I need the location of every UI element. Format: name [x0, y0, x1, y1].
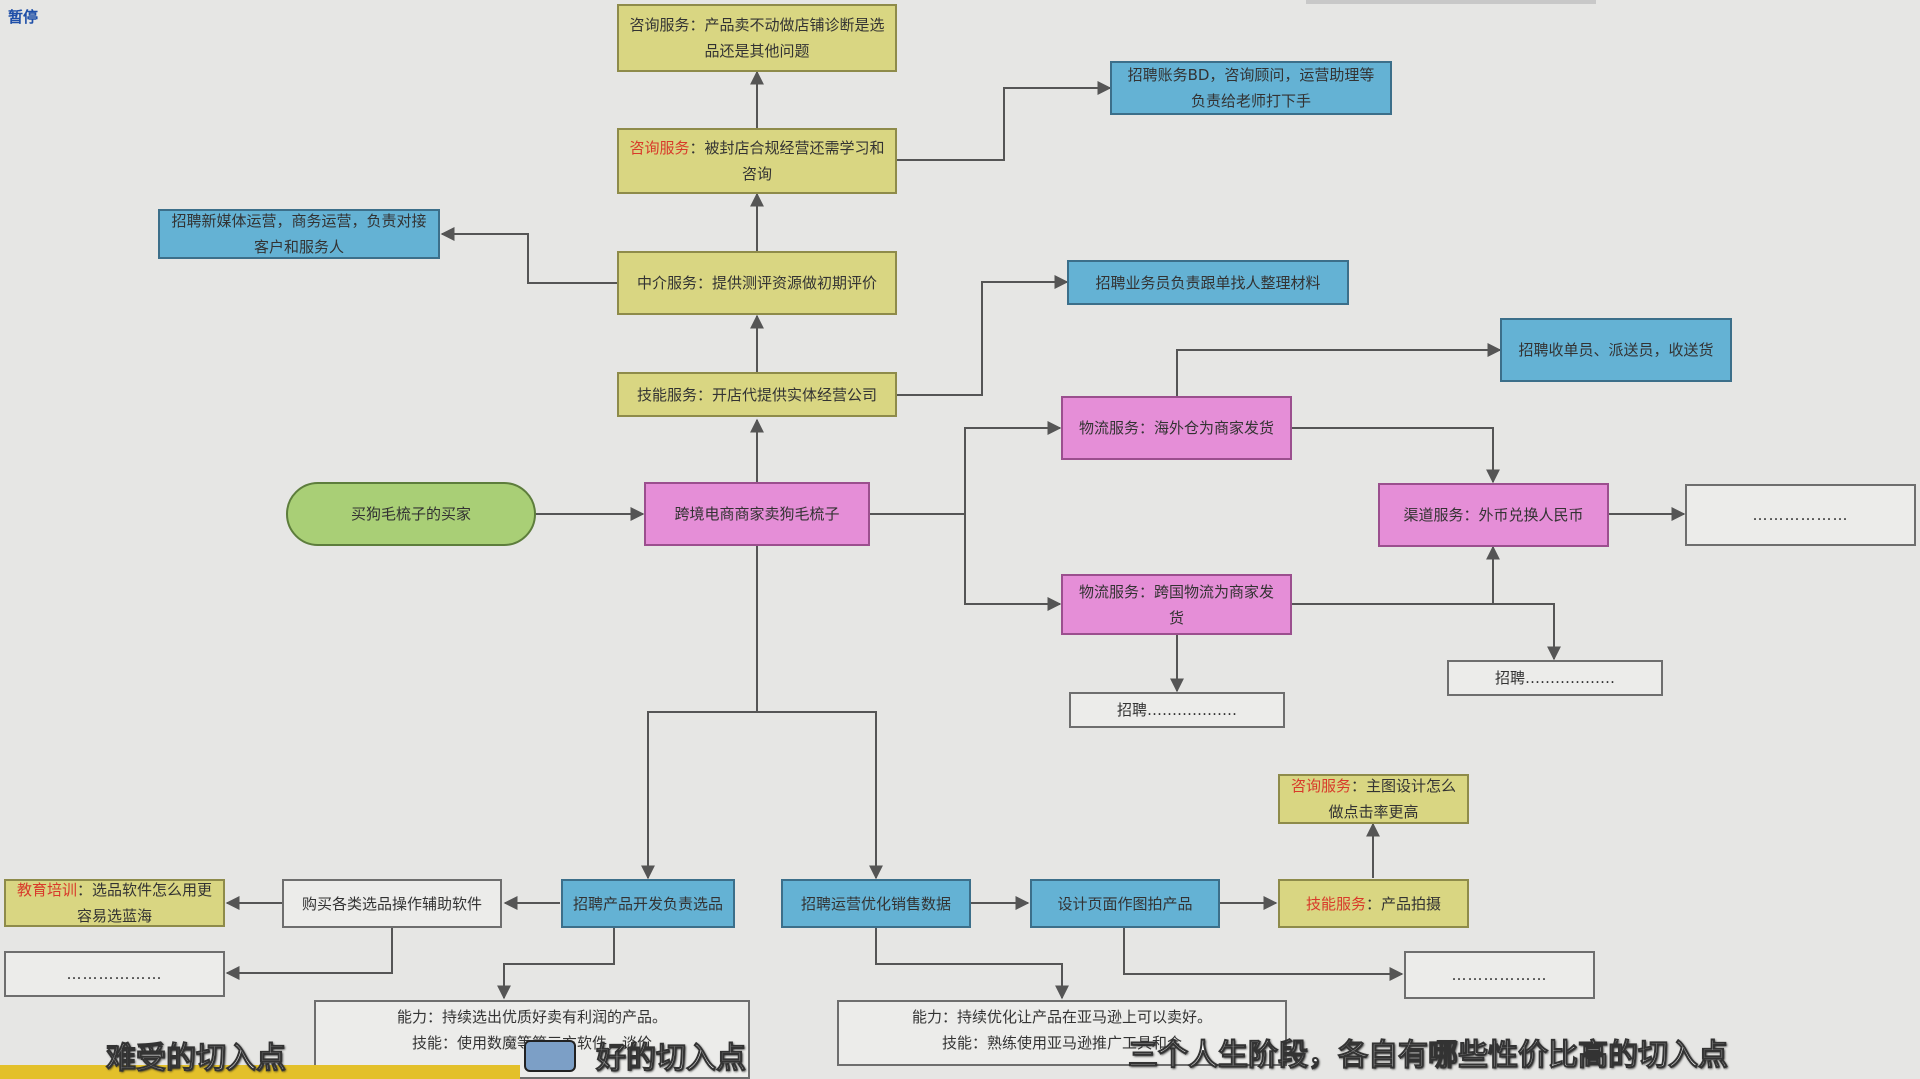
- node-text: 渠道服务：外币兑换人民币: [1403, 506, 1584, 524]
- node-skill-photo[interactable]: 技能服务：产品拍摄: [1278, 879, 1469, 928]
- node-text-line1: 能力：持续优化让产品在亚马逊上可以卖好。: [911, 1008, 1212, 1026]
- node-design-page[interactable]: 设计页面作图拍产品: [1030, 879, 1220, 928]
- caption-middle: 好的切入点: [596, 1041, 747, 1077]
- wire-closed-bd: [897, 81, 1112, 161]
- caption-bar: [0, 1065, 520, 1079]
- node-hire-ops[interactable]: 招聘运营优化销售数据: [781, 879, 971, 928]
- wire-product-ability: [497, 928, 615, 1000]
- node-text: 购买各类选品操作辅助软件: [301, 894, 482, 913]
- node-consult-closed[interactable]: 咨询服务：被封店合规经营还需学习和咨询: [617, 128, 897, 194]
- wire-overseas-courier: [1176, 343, 1502, 396]
- node-text: 技能服务：产品拍摄: [1306, 891, 1441, 917]
- node-text: 招聘账务BD，咨询顾问，运营助理等负责给老师打下手: [1127, 66, 1375, 110]
- node-text: 招聘收单员、派送员，收送货: [1518, 341, 1714, 359]
- wire-seller-ops: [757, 711, 883, 880]
- node-seller[interactable]: 跨境电商商家卖狗毛梳子: [644, 482, 870, 546]
- wire-agency-newmedia: [440, 227, 617, 284]
- node-text: ………………: [1752, 506, 1849, 524]
- node-label-red: 咨询服务: [1290, 777, 1351, 795]
- pause-indicator[interactable]: 暂停: [8, 8, 39, 26]
- wire-software-placeholder: [225, 928, 393, 980]
- node-text: 招聘产品开发负责选品: [573, 894, 724, 913]
- node-text: 咨询服务：产品卖不动做店铺诊断是选品还是其他问题: [629, 16, 885, 60]
- node-text: 招聘运营优化销售数据: [800, 894, 951, 913]
- wire-ops-ability: [875, 928, 1069, 1000]
- node-label-red: 咨询服务: [629, 139, 690, 157]
- node-logistics-overseas[interactable]: 物流服务：海外仓为商家发货: [1061, 396, 1292, 460]
- node-text: 招聘………………: [1116, 701, 1237, 719]
- node-text: 招聘………………: [1494, 669, 1615, 687]
- node-label-red: 教育培训: [16, 881, 77, 899]
- node-hire-right[interactable]: 招聘………………: [1447, 660, 1663, 696]
- wire-cross-channel: [1292, 545, 1500, 605]
- node-consult-top[interactable]: 咨询服务：产品卖不动做店铺诊断是选品还是其他问题: [617, 4, 897, 72]
- node-text: ………………: [66, 965, 163, 983]
- node-text-line2: 技能：熟练使用亚马逊推广工具和合: [941, 1034, 1182, 1052]
- node-label-text: ：选品软件怎么用更容易选蓝海: [76, 881, 213, 925]
- node-hire-bd[interactable]: 招聘账务BD，咨询顾问，运营助理等负责给老师打下手: [1110, 61, 1392, 115]
- monitor-icon: [524, 1040, 576, 1072]
- node-placeholder-bottom[interactable]: ………………: [1404, 951, 1595, 999]
- caption-right: 三个人生阶段，各自有哪些性价比高的切入点: [1128, 1038, 1729, 1074]
- node-consult-design[interactable]: 咨询服务：主图设计怎么做点击率更高: [1278, 774, 1469, 824]
- node-label-text: ：产品拍摄: [1366, 894, 1442, 913]
- node-label-text: ：主图设计怎么做点击率更高: [1328, 777, 1457, 821]
- node-hire-sales[interactable]: 招聘业务员负责跟单找人整理材料: [1067, 260, 1349, 305]
- node-text: 技能服务：开店代提供实体经营公司: [636, 385, 877, 404]
- node-text-line1: 能力：持续选出优质好卖有利润的产品。: [396, 1008, 667, 1026]
- node-text: 买狗毛梳子的买家: [350, 505, 471, 523]
- node-text: 咨询服务：主图设计怎么做点击率更高: [1290, 773, 1457, 825]
- caption-left: 难受的切入点: [106, 1041, 287, 1077]
- node-text: 招聘业务员负责跟单找人整理材料: [1095, 273, 1321, 292]
- node-text: 中介服务：提供测评资源做初期评价: [636, 274, 877, 292]
- node-logistics-cross[interactable]: 物流服务：跨国物流为商家发货: [1061, 574, 1292, 635]
- node-text: 物流服务：跨国物流为商家发货: [1078, 582, 1274, 627]
- node-text: 跨境电商商家卖狗毛梳子: [674, 505, 840, 523]
- wire-seller-log-overseas: [869, 421, 1062, 515]
- node-edu[interactable]: 教育培训：选品软件怎么用更容易选蓝海: [4, 879, 225, 927]
- node-hire-courier[interactable]: 招聘收单员、派送员，收送货: [1500, 318, 1732, 382]
- node-text: ………………: [1451, 966, 1548, 984]
- node-text: 设计页面作图拍产品: [1057, 894, 1193, 913]
- wire-cross-hire-right: [1493, 603, 1561, 661]
- wire-design-placeholder: [1123, 928, 1404, 981]
- node-hire-newmedia[interactable]: 招聘新媒体运营，商务运营，负责对接客户和服务人: [158, 209, 440, 259]
- node-buy-software[interactable]: 购买各类选品操作辅助软件: [282, 879, 502, 928]
- node-hire-mid[interactable]: 招聘………………: [1069, 692, 1285, 728]
- node-placeholder-left[interactable]: ………………: [4, 951, 225, 997]
- node-skill-shop[interactable]: 技能服务：开店代提供实体经营公司: [617, 372, 897, 417]
- node-label-red: 技能服务: [1305, 894, 1366, 913]
- node-buyer[interactable]: 买狗毛梳子的买家: [286, 482, 536, 546]
- node-channel[interactable]: 渠道服务：外币兑换人民币: [1378, 483, 1609, 547]
- wire-seller-log-cross: [964, 514, 1062, 611]
- node-ability-ops[interactable]: 能力：持续优化让产品在亚马逊上可以卖好。 技能：熟练使用亚马逊推广工具和合: [837, 1000, 1287, 1066]
- node-placeholder-right[interactable]: ………………: [1685, 484, 1916, 546]
- wire-seller-product: [641, 546, 758, 880]
- node-agency[interactable]: 中介服务：提供测评资源做初期评价: [617, 251, 897, 315]
- node-text: 物流服务：海外仓为商家发货: [1078, 419, 1274, 437]
- wire-skill-sales: [897, 275, 1069, 396]
- node-hire-product[interactable]: 招聘产品开发负责选品: [561, 879, 735, 928]
- node-label-text: ：被封店合规经营还需学习和咨询: [689, 139, 885, 183]
- node-text: 招聘新媒体运营，商务运营，负责对接客户和服务人: [171, 212, 427, 256]
- wire-overseas-channel: [1292, 427, 1500, 484]
- node-text: 咨询服务：被封店合规经营还需学习和咨询: [629, 135, 885, 187]
- top-scrollbar: [1306, 0, 1596, 4]
- node-text: 教育培训：选品软件怎么用更容易选蓝海: [16, 877, 213, 929]
